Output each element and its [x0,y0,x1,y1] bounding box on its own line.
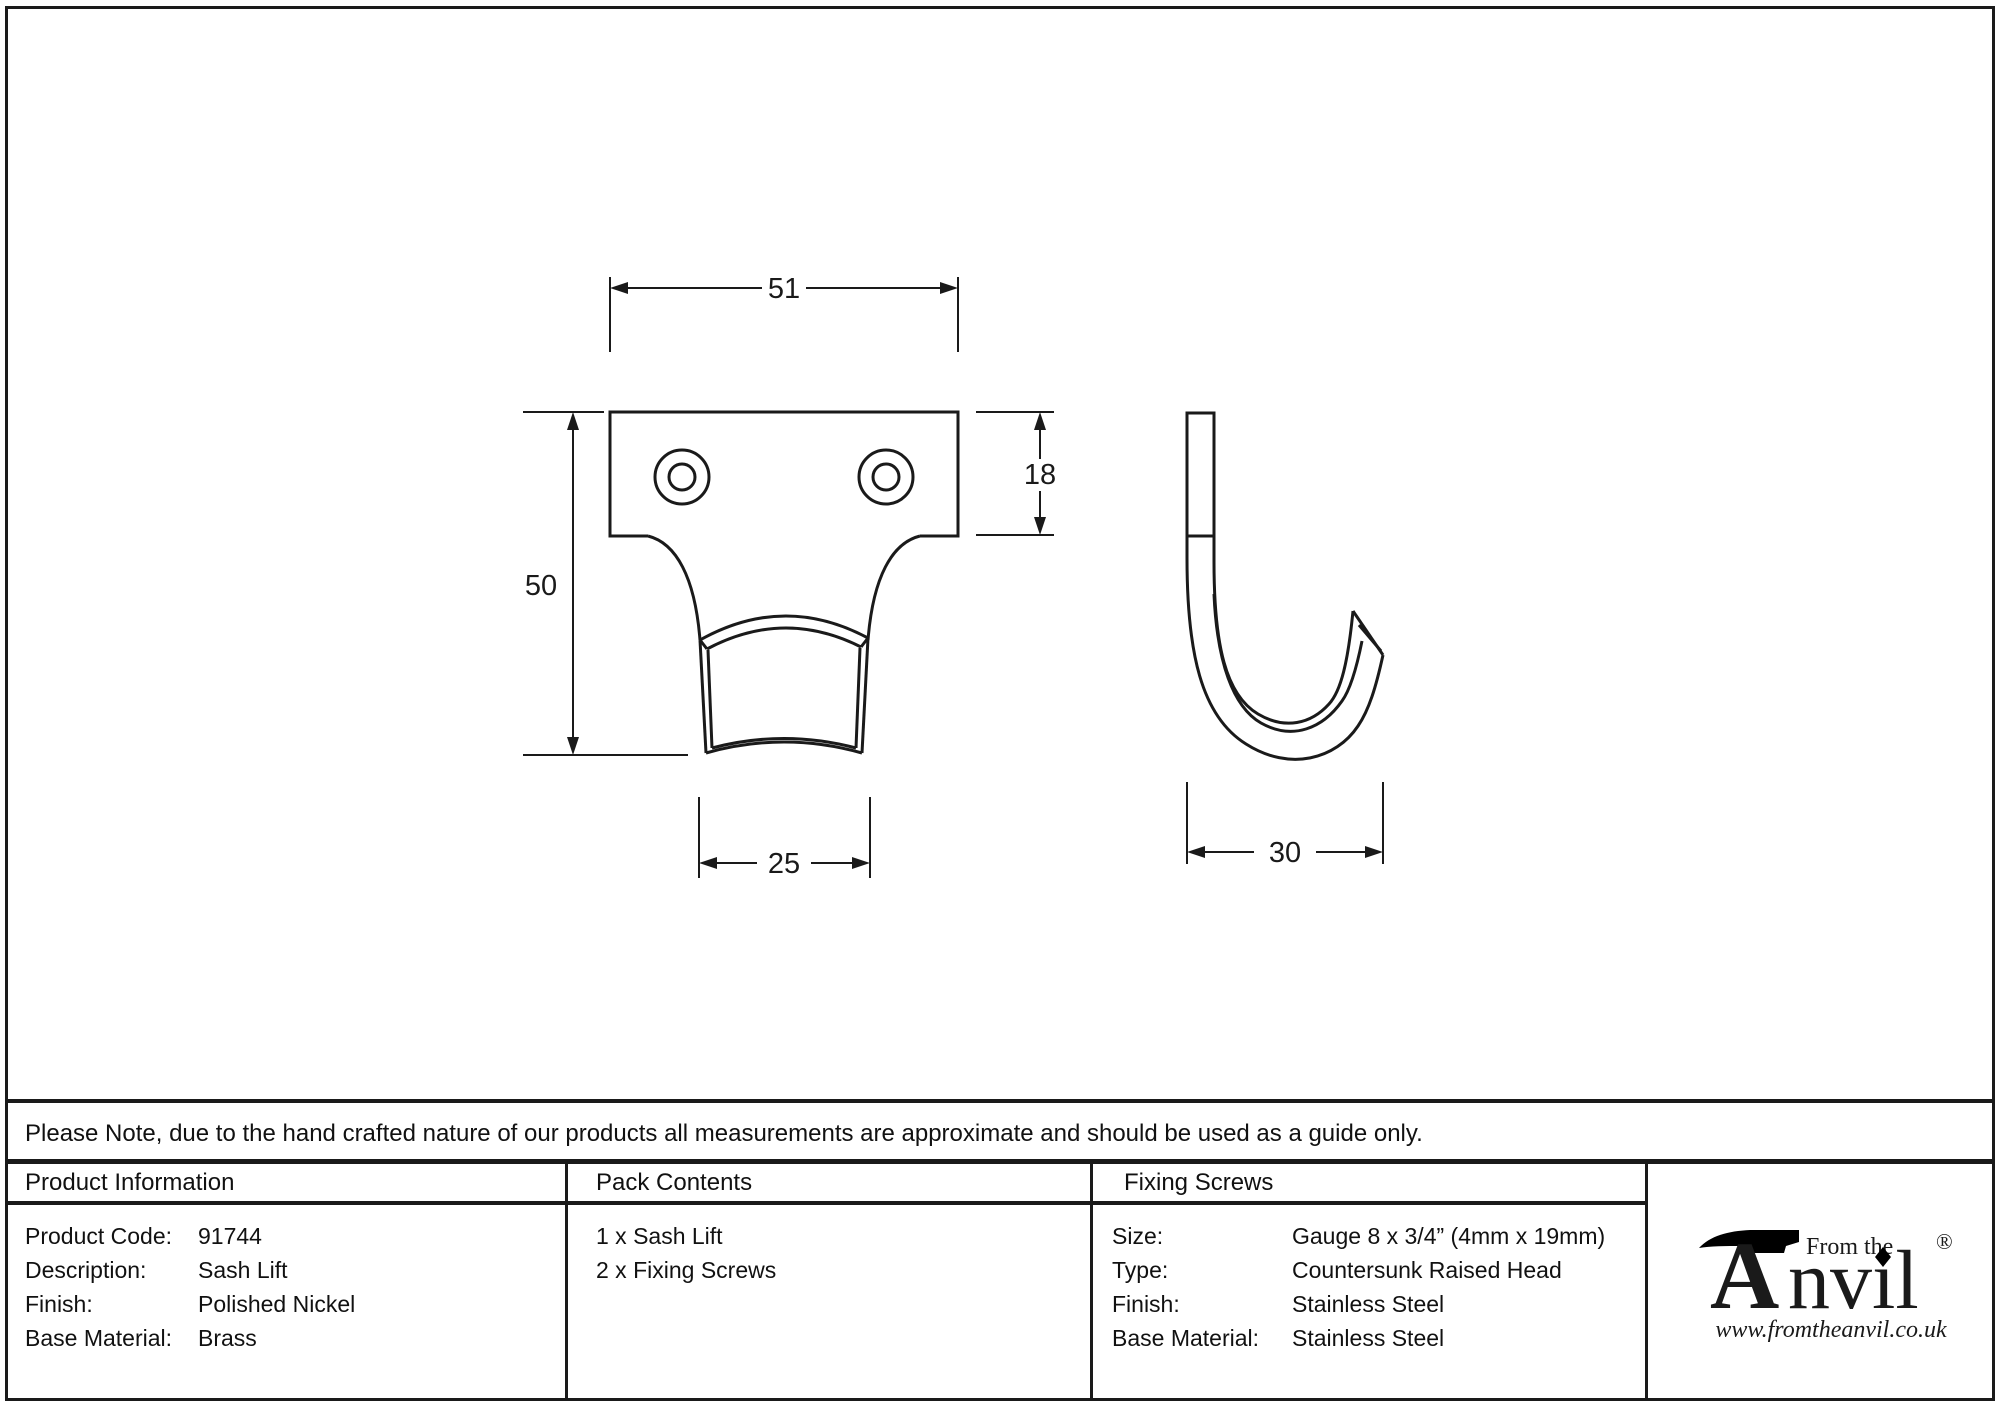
screw-type-value: Countersunk Raised Head [1292,1257,1562,1283]
dimension-overall-height: 50 [523,411,688,756]
pack-item: 2 x Fixing Screws [596,1257,777,1283]
screw-base-material-label: Base Material: [1112,1325,1260,1351]
dimension-projection-depth: 30 [1186,782,1384,869]
base-material-value: Brass [198,1325,257,1351]
front-handle-bottom-outer [705,740,863,755]
side-hook-tip-facet [1357,624,1383,652]
product-code-label: Product Code: [25,1223,173,1249]
side-view [1185,411,1385,761]
header-bottom-rule [5,1201,1648,1205]
screw-base-material-value: Stainless Steel [1292,1325,1445,1351]
header-fixing-screws: Fixing Screws [1124,1169,1274,1196]
header-product-information: Product Information [25,1169,235,1196]
dim-label-25: 25 [768,848,800,880]
dim-label-50: 50 [525,570,557,602]
column-divider-1 [565,1159,568,1399]
finish-label: Finish: [25,1291,93,1317]
side-plate-bar [1185,411,1216,562]
logo-registered-mark: ® [1936,1229,1953,1254]
logo-brand-initial: A [1710,1222,1779,1329]
front-grip-band-outer [699,614,869,642]
sheet-border [5,6,1995,1401]
screw-finish-label: Finish: [1112,1291,1180,1317]
dimension-plate-height: 18 [976,411,1056,536]
front-handle-left-outer [698,639,708,754]
front-plate-outline [608,410,960,538]
screw-finish-value: Stainless Steel [1292,1291,1445,1317]
screw-size-value: Gauge 8 x 3/4” (4mm x 19mm) [1292,1223,1606,1249]
measurement-note: Please Note, due to the hand crafted nat… [25,1120,1423,1147]
front-grip-band-inner [706,626,862,651]
dim-label-18: 18 [1024,459,1056,491]
dimension-handle-width: 25 [698,797,871,880]
front-left-fillet [647,534,702,641]
front-handle-right-outer [860,637,870,754]
column-divider-2 [1090,1159,1093,1399]
screw-type-label: Type: [1112,1257,1169,1283]
description-value: Sash Lift [198,1257,288,1283]
finish-value: Polished Nickel [198,1291,356,1317]
front-handle-bottom-inner [711,737,857,750]
side-hook-outer [1185,557,1385,761]
front-view [608,410,960,755]
dimension-overall-width: 51 [609,273,959,352]
screw-size-label: Size: [1112,1223,1164,1249]
screw-hole-right-inner [871,462,901,492]
header-pack-contents: Pack Contents [596,1169,753,1196]
dim-label-51: 51 [768,273,800,305]
side-hook-middle-edge [1212,593,1364,733]
front-handle-right-inner [854,647,862,749]
column-divider-3 [1645,1159,1648,1399]
front-handle-left-inner [706,649,714,749]
note-top-rule [5,1099,1995,1103]
brand-logo: From the A nvıl ® www.fromtheanvil.co.uk [1699,1222,1953,1343]
front-right-fillet [866,534,921,641]
base-material-label: Base Material: [25,1325,173,1351]
screw-hole-left-inner [667,462,697,492]
logo-diamond-tittle [1875,1247,1891,1267]
anvil-icon [1699,1230,1799,1253]
pack-item: 1 x Sash Lift [596,1223,723,1249]
product-code-value: 91744 [198,1223,262,1249]
screw-hole-right-outer [857,448,915,506]
description-label: Description: [25,1257,147,1283]
table-top-rule [5,1159,1995,1164]
logo-website: www.fromtheanvil.co.uk [1715,1317,1947,1343]
dim-label-30: 30 [1269,837,1301,869]
screw-hole-left-outer [653,448,711,506]
logo-brand-rest: nvıl [1788,1234,1919,1327]
